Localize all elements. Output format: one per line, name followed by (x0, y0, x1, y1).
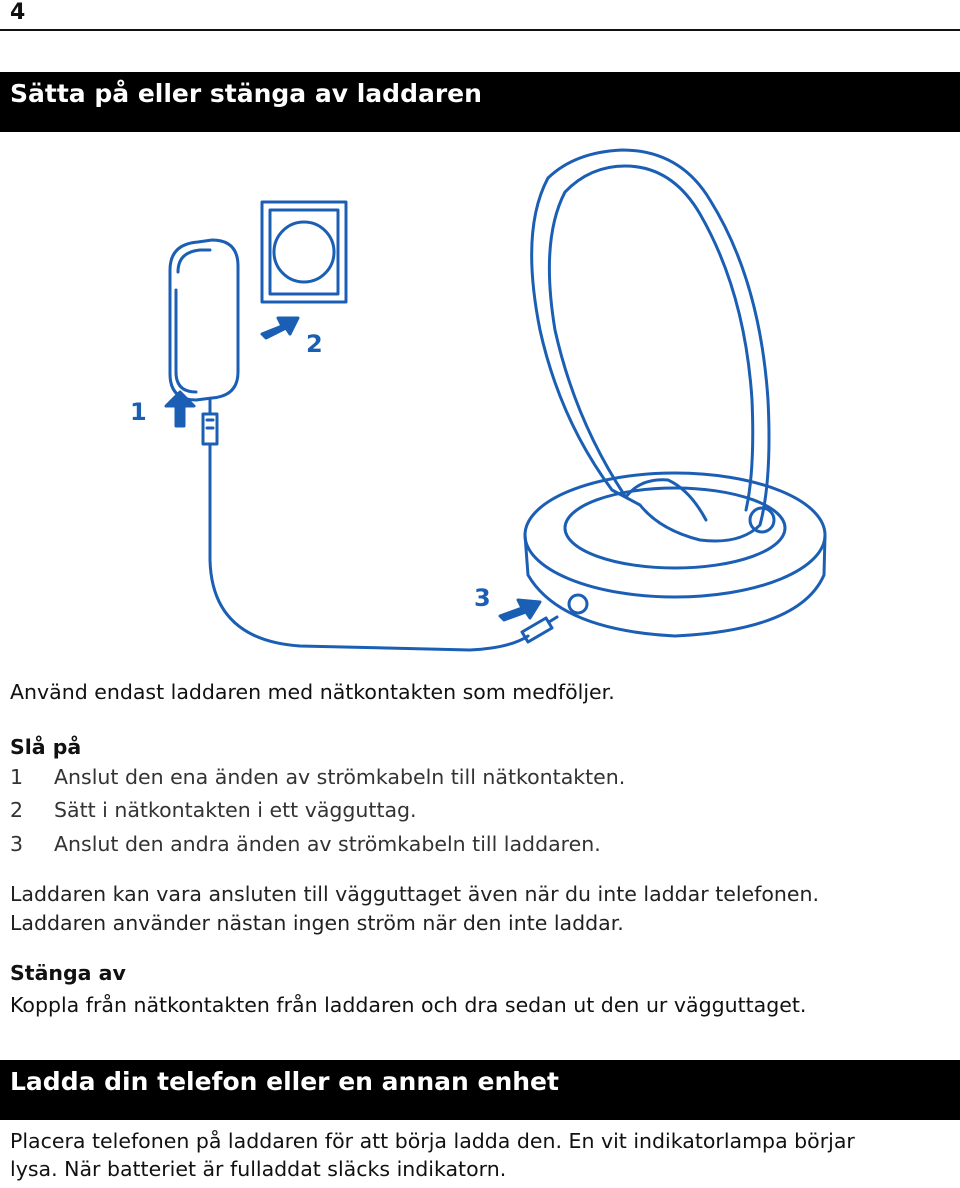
wall-socket-icon (260, 200, 348, 304)
label-3: 3 (474, 584, 491, 612)
step-item: 3 Anslut den andra änden av strömkabeln t… (10, 832, 601, 856)
step-number: 1 (10, 765, 24, 789)
arrow-right-icon (498, 598, 542, 622)
charger-setup-illustration: 1 2 3 (130, 148, 827, 652)
step-number: 2 (10, 798, 24, 822)
section-heading-charge: Ladda din telefon eller en annan enhet (0, 1060, 960, 1120)
note-line: Laddaren kan vara ansluten till väggutta… (10, 882, 820, 906)
power-cable (208, 442, 530, 652)
note-line: Laddaren använder nästan ingen ström när… (10, 911, 624, 935)
charging-stand-icon (523, 148, 827, 638)
arrow-up-icon (164, 390, 196, 428)
step-number: 3 (10, 832, 24, 856)
cable-plug-icon (520, 615, 559, 644)
arrow-right-icon (260, 316, 300, 340)
charge-text-line: Placera telefonen på laddaren för att bö… (10, 1129, 855, 1153)
charge-text-line: lysa. När batteriet är fulladdat släcks … (10, 1157, 507, 1181)
power-adapter-icon (168, 238, 240, 402)
step-text: Anslut den ena änden av strömkabeln till… (54, 765, 626, 789)
turn-on-heading: Slå på (10, 735, 82, 759)
turn-off-text: Koppla från nätkontakten från laddaren o… (10, 993, 807, 1017)
step-item: 1 Anslut den ena änden av strömkabeln til… (10, 765, 625, 789)
charger-port-icon (567, 593, 589, 615)
turn-off-heading: Stänga av (10, 961, 126, 985)
label-2: 2 (306, 330, 323, 358)
step-text: Sätt i nätkontakten i ett vägguttag. (54, 798, 417, 822)
page-number: 4 (10, 0, 26, 25)
label-1: 1 (130, 398, 147, 426)
section-heading-on-off: Sätta på eller stänga av laddaren (0, 72, 960, 132)
top-rule (0, 29, 960, 31)
step-text: Anslut den andra änden av strömkabeln ti… (54, 832, 601, 856)
step-item: 2 Sätt i nätkontakten i ett vägguttag. (10, 798, 417, 822)
intro-text: Använd endast laddaren med nätkontakten … (10, 680, 615, 704)
